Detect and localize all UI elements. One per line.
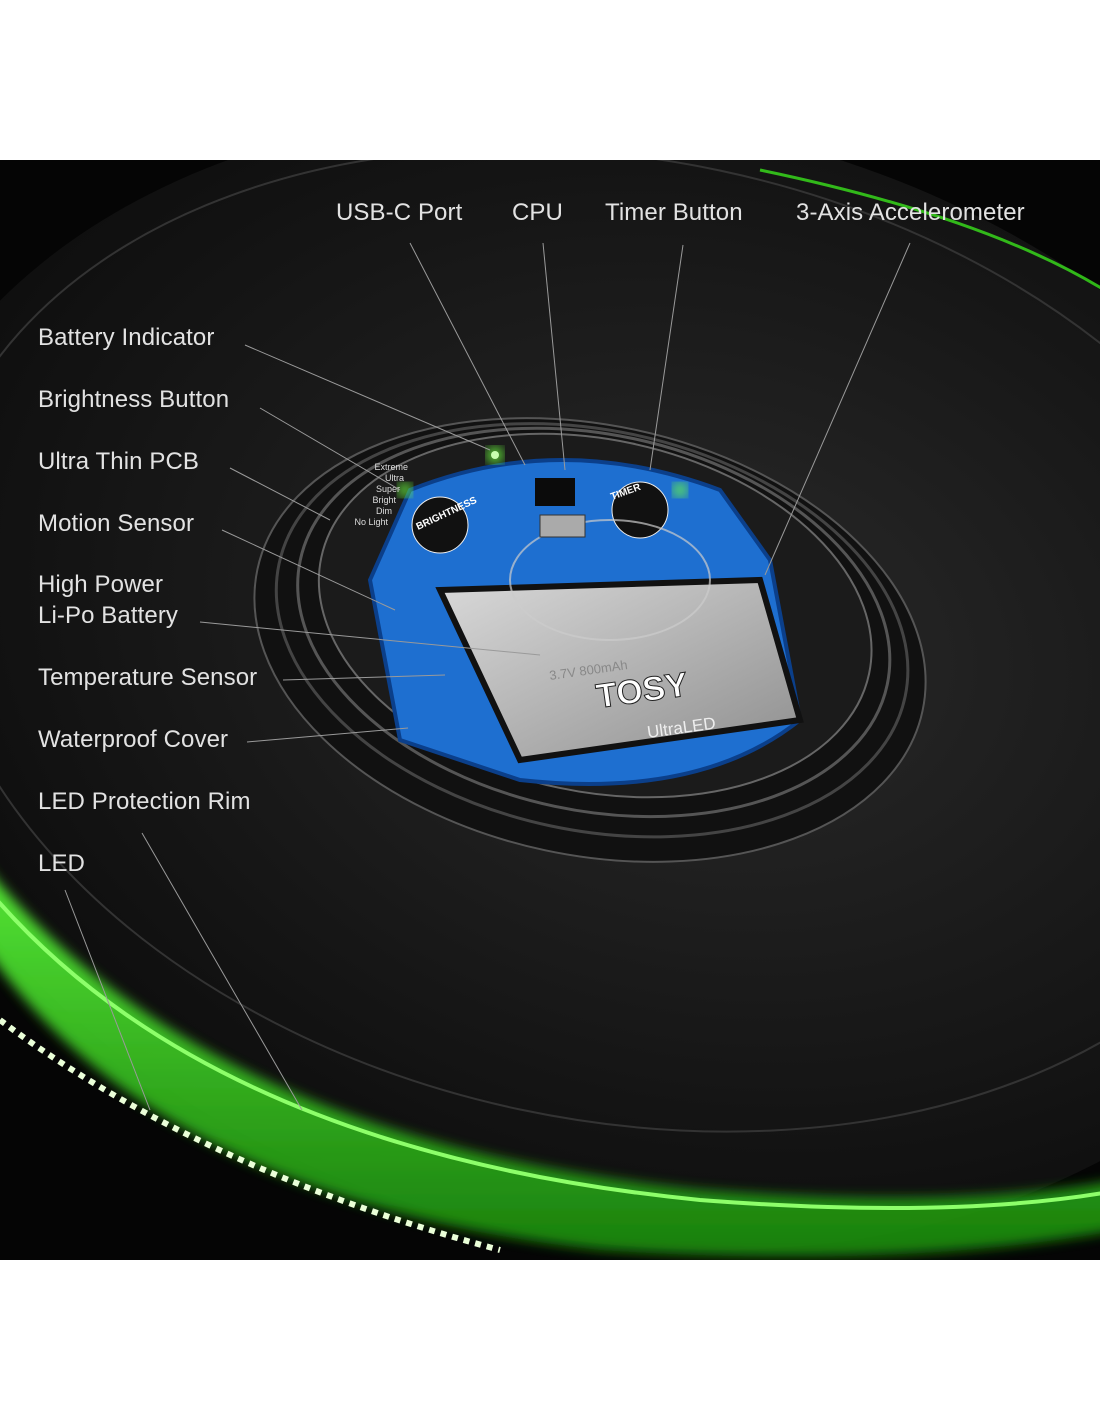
svg-text:Super: Super (376, 484, 400, 494)
svg-text:Dim: Dim (376, 506, 392, 516)
label-usb-c-port: USB-C Port (336, 199, 463, 226)
battery (435, 576, 804, 764)
leader-lines (64, 242, 911, 1111)
led-rim-glow (0, 884, 1100, 1257)
product-diagram: BRIGHTNESS TIMER 3.7V 800mAh TOSY UltraL… (0, 160, 1100, 1260)
label-motion-sensor: Motion Sensor (38, 510, 195, 537)
label-led: LED (38, 850, 85, 877)
label-temperature-sensor: Temperature Sensor (38, 664, 258, 691)
label-brightness-button: Brightness Button (38, 386, 230, 413)
label-led-protection-rim: LED Protection Rim (38, 788, 251, 815)
label-battery-line1: High Power (38, 571, 164, 598)
label-waterproof-cover: Waterproof Cover (38, 726, 229, 753)
label-battery-indicator: Battery Indicator (38, 324, 215, 351)
label-ultra-thin-pcb: Ultra Thin PCB (38, 448, 200, 475)
svg-text:Extreme: Extreme (374, 462, 408, 472)
svg-text:Bright: Bright (372, 495, 396, 505)
label-accelerometer: 3-Axis Accelerometer (796, 199, 1025, 226)
label-timer-button: Timer Button (605, 199, 743, 226)
svg-text:No Light: No Light (354, 517, 388, 527)
svg-text:Ultra: Ultra (385, 473, 404, 483)
label-battery-line2: Li-Po Battery (38, 602, 179, 629)
disc-illustration: BRIGHTNESS TIMER 3.7V 800mAh TOSY UltraL… (0, 160, 1100, 1257)
label-cpu: CPU (512, 199, 563, 226)
brightness-levels: Extreme Ultra Super Bright Dim No Light (354, 462, 408, 527)
